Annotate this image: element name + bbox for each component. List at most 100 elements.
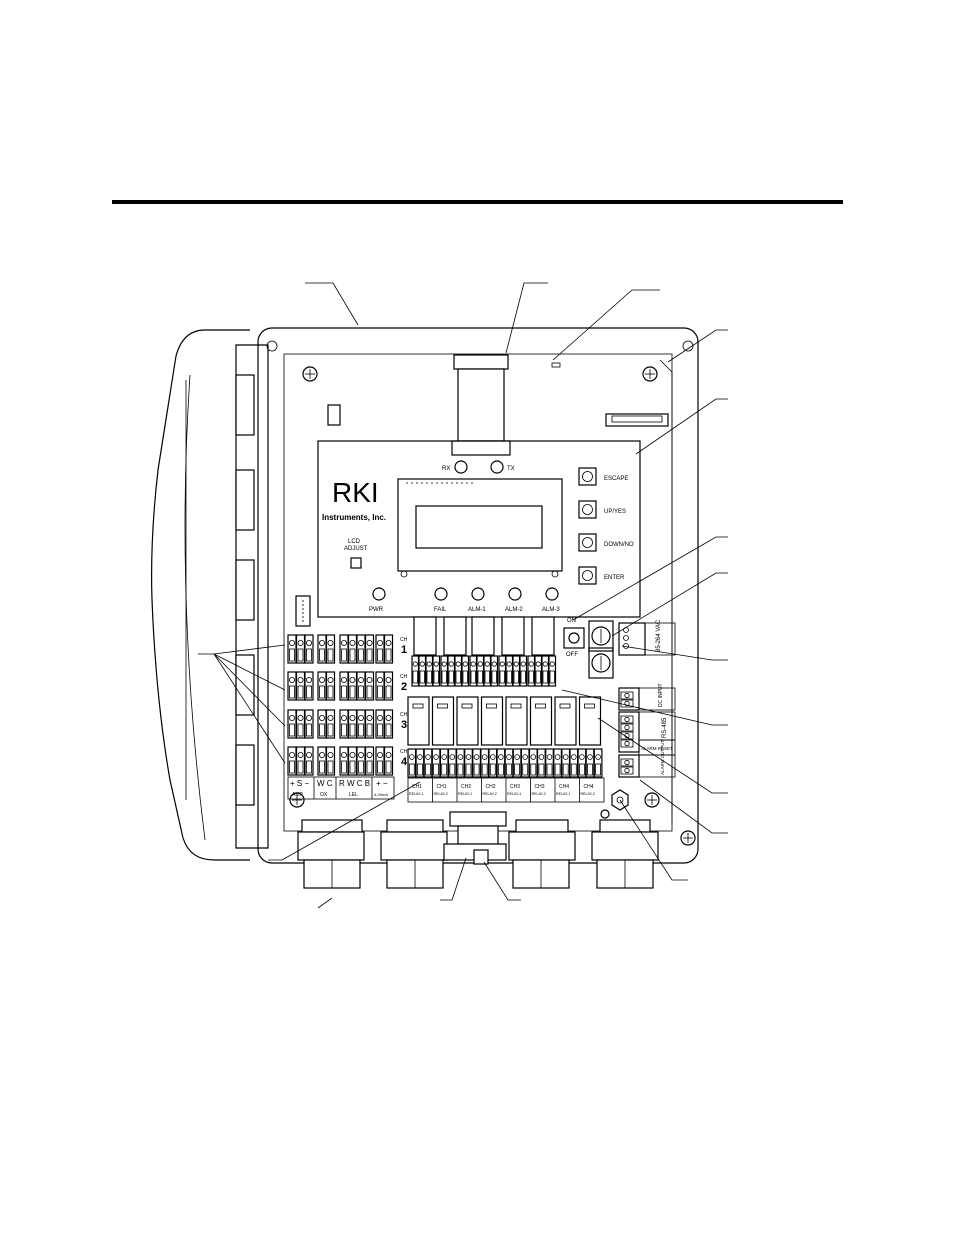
- alarm-output-label: ALARM OUTPUT: [660, 739, 665, 775]
- svg-text:PWR: PWR: [369, 607, 384, 613]
- channel-1-prefix: CH: [400, 637, 408, 643]
- terminal-screw-icon: [327, 715, 334, 722]
- lcd-adjust-pot[interactable]: [350, 557, 362, 569]
- relay-output-slot: [441, 763, 448, 776]
- logo-brand: RKI: [332, 477, 379, 508]
- relay-output-screw-icon: [498, 754, 504, 760]
- tx-led-icon: [490, 460, 504, 474]
- relay-output-slot: [489, 763, 496, 776]
- aux-terminal: [620, 731, 634, 740]
- terminal-slot: [377, 760, 383, 774]
- conduit-hubs: [297, 811, 659, 889]
- aux-terminal: [620, 715, 634, 724]
- terminal-slot: [385, 760, 392, 774]
- enter-button[interactable]: ENTER: [578, 566, 625, 585]
- svg-text:FAIL: FAIL: [434, 607, 447, 613]
- pwr-led: PWR: [369, 587, 386, 613]
- relay-terminal-screw-icon: [535, 661, 541, 667]
- terminal-slot: [341, 685, 347, 699]
- terminal-slot: [319, 685, 325, 699]
- relay-output-slot: [587, 763, 593, 776]
- terminal-slot: [327, 685, 334, 699]
- terminal-screw-icon: [318, 715, 325, 722]
- terminal-screw-icon: [305, 640, 312, 647]
- relay-column-relay: RELAY-1: [556, 792, 570, 796]
- relay-output-slot: [522, 763, 529, 776]
- up-yes-button[interactable]: UP/YES: [578, 500, 626, 519]
- terminal-slot: [377, 648, 383, 662]
- rs485-label: RS-485: [662, 717, 668, 738]
- relay-column-relay: RELAY-2: [532, 792, 546, 796]
- terminal-screw-icon: [340, 715, 347, 722]
- terminal-screw-icon: [366, 677, 373, 684]
- terminal-slot: [366, 685, 373, 699]
- terminal-slot: [289, 648, 295, 662]
- ribbon-cable: [451, 354, 511, 456]
- terminal-slot: [358, 760, 364, 774]
- alm-3-led: ALM-3: [542, 587, 560, 613]
- relay-output-screw-icon: [554, 754, 561, 760]
- relay-output-screw-icon: [546, 754, 553, 760]
- terminal-screw-icon: [357, 752, 364, 759]
- terminal-screw-icon: [357, 640, 364, 647]
- escape-button[interactable]: ESCAPE: [578, 467, 628, 486]
- terminal-screw-icon: [376, 752, 383, 759]
- terminal-slot: [306, 760, 312, 774]
- terminal-screw-icon: [297, 640, 304, 647]
- channel-3-prefix: CH: [400, 712, 408, 718]
- relay-terminal-slot: [499, 670, 505, 684]
- relay-label-plate: [486, 703, 497, 709]
- power-switch[interactable]: ON OFF: [563, 618, 585, 658]
- tx-label: TX: [507, 466, 515, 472]
- relay-output-screw-icon: [457, 754, 464, 760]
- relay: [554, 696, 577, 746]
- terminal-slot: [366, 648, 373, 662]
- terminal-slot: [358, 648, 364, 662]
- terminal-slot: [297, 723, 304, 737]
- relay-output-screw-icon: [473, 754, 480, 760]
- terminal-slot: [306, 723, 312, 737]
- relay-terminal-screw-icon: [506, 661, 512, 667]
- relay-terminal-screw-icon: [549, 661, 555, 667]
- terminal-slot: [366, 723, 373, 737]
- relay-terminal-slot: [491, 670, 497, 684]
- relay: [578, 696, 602, 746]
- relay-output-slot: [465, 763, 472, 776]
- relay-output-slot: [473, 763, 480, 776]
- switch-off-label: OFF: [566, 652, 578, 658]
- svg-text:ALM-1: ALM-1: [468, 607, 486, 613]
- relay-column-channel: CH4: [584, 784, 594, 790]
- relay-output-slot: [457, 763, 464, 776]
- aux-connector: [327, 362, 669, 427]
- relay-output-slot: [554, 763, 561, 776]
- relay-terminal-screw-icon: [528, 661, 534, 667]
- relay-column-channel: CH4: [559, 784, 569, 790]
- relay-terminal-screw-icon: [520, 661, 526, 667]
- relay-terminal-screw-icon: [484, 661, 490, 667]
- ox-pins: W C: [317, 779, 333, 788]
- terminal-screw-icon: [327, 677, 334, 684]
- aux-terminal-screw-icon: [624, 700, 630, 707]
- sensor-terminal-labels: + S − AMP W C OX R W C B LEL + − 4-20mA: [287, 776, 395, 800]
- down-no-button[interactable]: DOWN/NO: [578, 533, 634, 552]
- terminal-slot: [327, 648, 334, 662]
- relay-terminal-screw-icon: [513, 661, 519, 667]
- relay-column-relay: RELAY-1: [409, 792, 423, 796]
- relay-output-slot: [506, 763, 512, 776]
- terminal-slot: [366, 760, 373, 774]
- relay-area: [407, 655, 603, 778]
- screw-icon: [644, 792, 660, 808]
- relay-output-screw-icon: [538, 754, 545, 760]
- relay-terminal-slot: [462, 670, 468, 684]
- ma-name: 4-20mA: [374, 792, 388, 797]
- enclosure-door: [151, 329, 269, 861]
- terminal-screw-icon: [327, 640, 334, 647]
- terminal-screw-icon: [366, 752, 373, 759]
- relay-label-plate: [412, 703, 424, 709]
- amp-name: AMP: [292, 792, 304, 798]
- terminal-screw-icon: [305, 752, 312, 759]
- relay-modules-upper: [413, 616, 555, 656]
- terminal-screw-icon: [318, 752, 325, 759]
- relay-column-channel: CH3: [535, 784, 545, 790]
- terminal-screw-icon: [385, 677, 392, 684]
